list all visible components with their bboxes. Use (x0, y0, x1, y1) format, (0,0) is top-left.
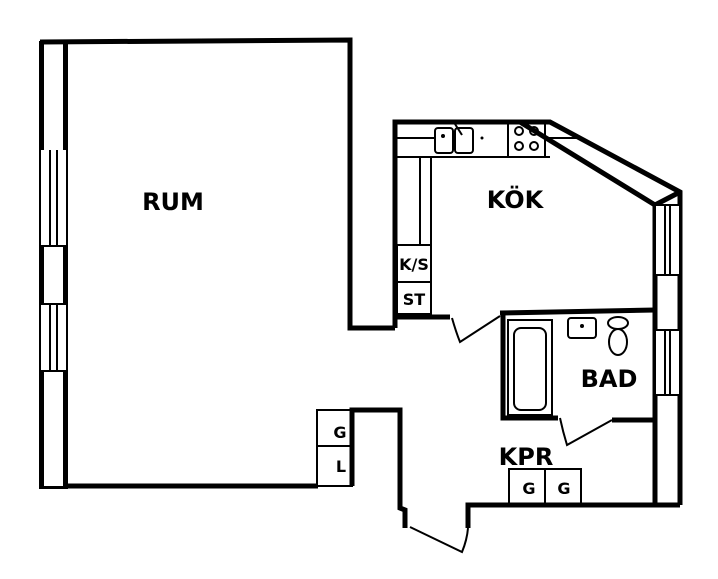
wardrobe-l-label: L (336, 457, 346, 476)
closet-g1-label: G (522, 479, 535, 498)
room-label-kok: KÖK (487, 184, 545, 214)
wardrobe-l: L (316, 445, 353, 487)
window-right-lower (654, 329, 681, 396)
window-left-lower (49, 305, 58, 370)
room-label-kpr: KPR (499, 443, 554, 471)
entrance-door (409, 526, 469, 554)
living-room-walls (39, 37, 395, 331)
bathroom-left-wall (500, 313, 558, 421)
fridge-freezer-label: K/S (399, 255, 429, 274)
sink (434, 123, 484, 154)
fridge-freezer: K/S (396, 244, 432, 283)
stove-cabinet: ST (396, 281, 432, 315)
hallway-bottom-wall (465, 502, 680, 528)
stove-cabinet-label: ST (403, 290, 426, 309)
left-exterior-wall (39, 41, 68, 489)
window-right-upper (654, 204, 681, 276)
wardrobe-g-label: G (333, 423, 346, 442)
closet-g2-label: G (557, 479, 570, 498)
window-left-upper (49, 150, 58, 245)
bathroom-top-wall (499, 307, 656, 316)
kitchen-left-wall (392, 119, 683, 505)
room-label-bad: BAD (581, 365, 638, 393)
stove (507, 121, 546, 158)
wardrobe-g: G (316, 409, 353, 447)
bathtub (507, 319, 553, 416)
washbasin (567, 317, 597, 339)
bathroom-door (559, 417, 613, 447)
kitchen-door (451, 315, 501, 344)
toilet (607, 316, 629, 356)
closet-g2: G (544, 468, 582, 506)
hallway-left-wall (349, 407, 408, 528)
wall-joint (653, 189, 682, 208)
room-label-rum: RUM (142, 188, 204, 216)
closet-g1: G (508, 468, 546, 506)
